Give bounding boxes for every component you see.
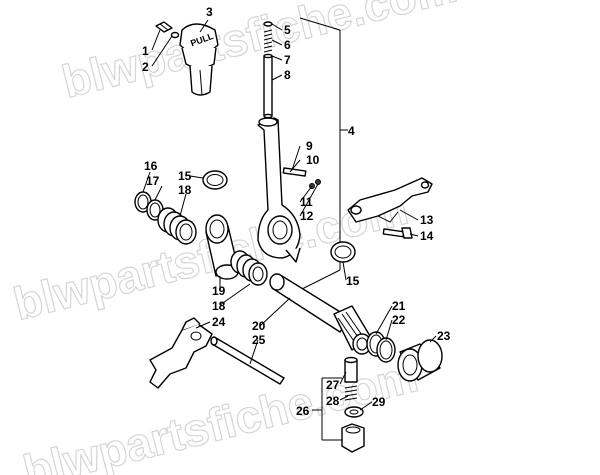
rod-part-25: [210, 336, 285, 385]
callout-26: 26: [296, 404, 310, 418]
callout-21: 21: [392, 299, 406, 313]
callout-8: 8: [284, 68, 291, 82]
callout-19: 19: [212, 284, 226, 298]
callout-13: 13: [420, 213, 434, 227]
spring-part-18-lower: [230, 250, 268, 286]
callout-2: 2: [142, 60, 149, 74]
callout-23: 23: [437, 329, 451, 343]
callout-20: 20: [252, 319, 266, 333]
rings-part-21-22: [366, 331, 396, 363]
callout-28: 28: [326, 394, 340, 408]
shift-fork-part-24: [149, 317, 213, 389]
callout-22: 22: [392, 313, 406, 327]
snap-ring-part-15-upper: [202, 170, 228, 190]
group-4-bracket: [299, 17, 348, 291]
callout-10: 10: [306, 153, 320, 167]
callout-29: 29: [372, 395, 386, 409]
bearing-part-23: [397, 339, 443, 382]
watermark-group: blwpartsfiche.com blwpartsfiche.com blwp…: [8, 0, 462, 475]
shift-lever-part-4: [257, 117, 321, 263]
spring-part-18-upper: [157, 207, 197, 245]
snap-ring-part-15-lower: [330, 241, 356, 263]
screw-part-1: [155, 21, 180, 39]
callout-15-upper: 15: [178, 169, 192, 183]
leader-lines: [142, 19, 437, 411]
callout-12: 12: [300, 209, 314, 223]
callout-labels: 1 2 3 4 5 6 7 8 9 10 11 12 13 14 15 15 1…: [142, 5, 451, 418]
callout-18-upper: 18: [178, 183, 192, 197]
callout-25: 25: [252, 333, 266, 347]
callout-18-lower: 18: [212, 299, 226, 313]
detent-parts-27-29: [344, 356, 364, 418]
watermark-top: blwpartsfiche.com: [57, 0, 461, 108]
callout-14: 14: [420, 229, 434, 243]
group-26-bracket: [312, 377, 342, 441]
callout-6: 6: [284, 38, 291, 52]
callout-15-lower: 15: [346, 274, 360, 288]
callout-11: 11: [300, 195, 313, 209]
callout-9: 9: [306, 139, 313, 153]
callout-24: 24: [212, 315, 226, 329]
bracket-part-13: [347, 177, 433, 223]
callout-4: 4: [348, 124, 355, 138]
callout-5: 5: [284, 23, 291, 37]
callout-7: 7: [284, 53, 291, 67]
shift-rod-parts-5-8: [263, 21, 273, 119]
callout-3: 3: [206, 5, 213, 19]
bolt-part-14: [382, 227, 413, 239]
callout-1: 1: [142, 44, 149, 58]
nut-part-26: [341, 423, 365, 453]
callout-16: 16: [144, 159, 158, 173]
callout-27: 27: [326, 378, 340, 392]
shaft-part-20: [269, 273, 372, 355]
callout-17: 17: [146, 174, 160, 188]
shift-knob-part-3: PULL: [179, 23, 219, 96]
